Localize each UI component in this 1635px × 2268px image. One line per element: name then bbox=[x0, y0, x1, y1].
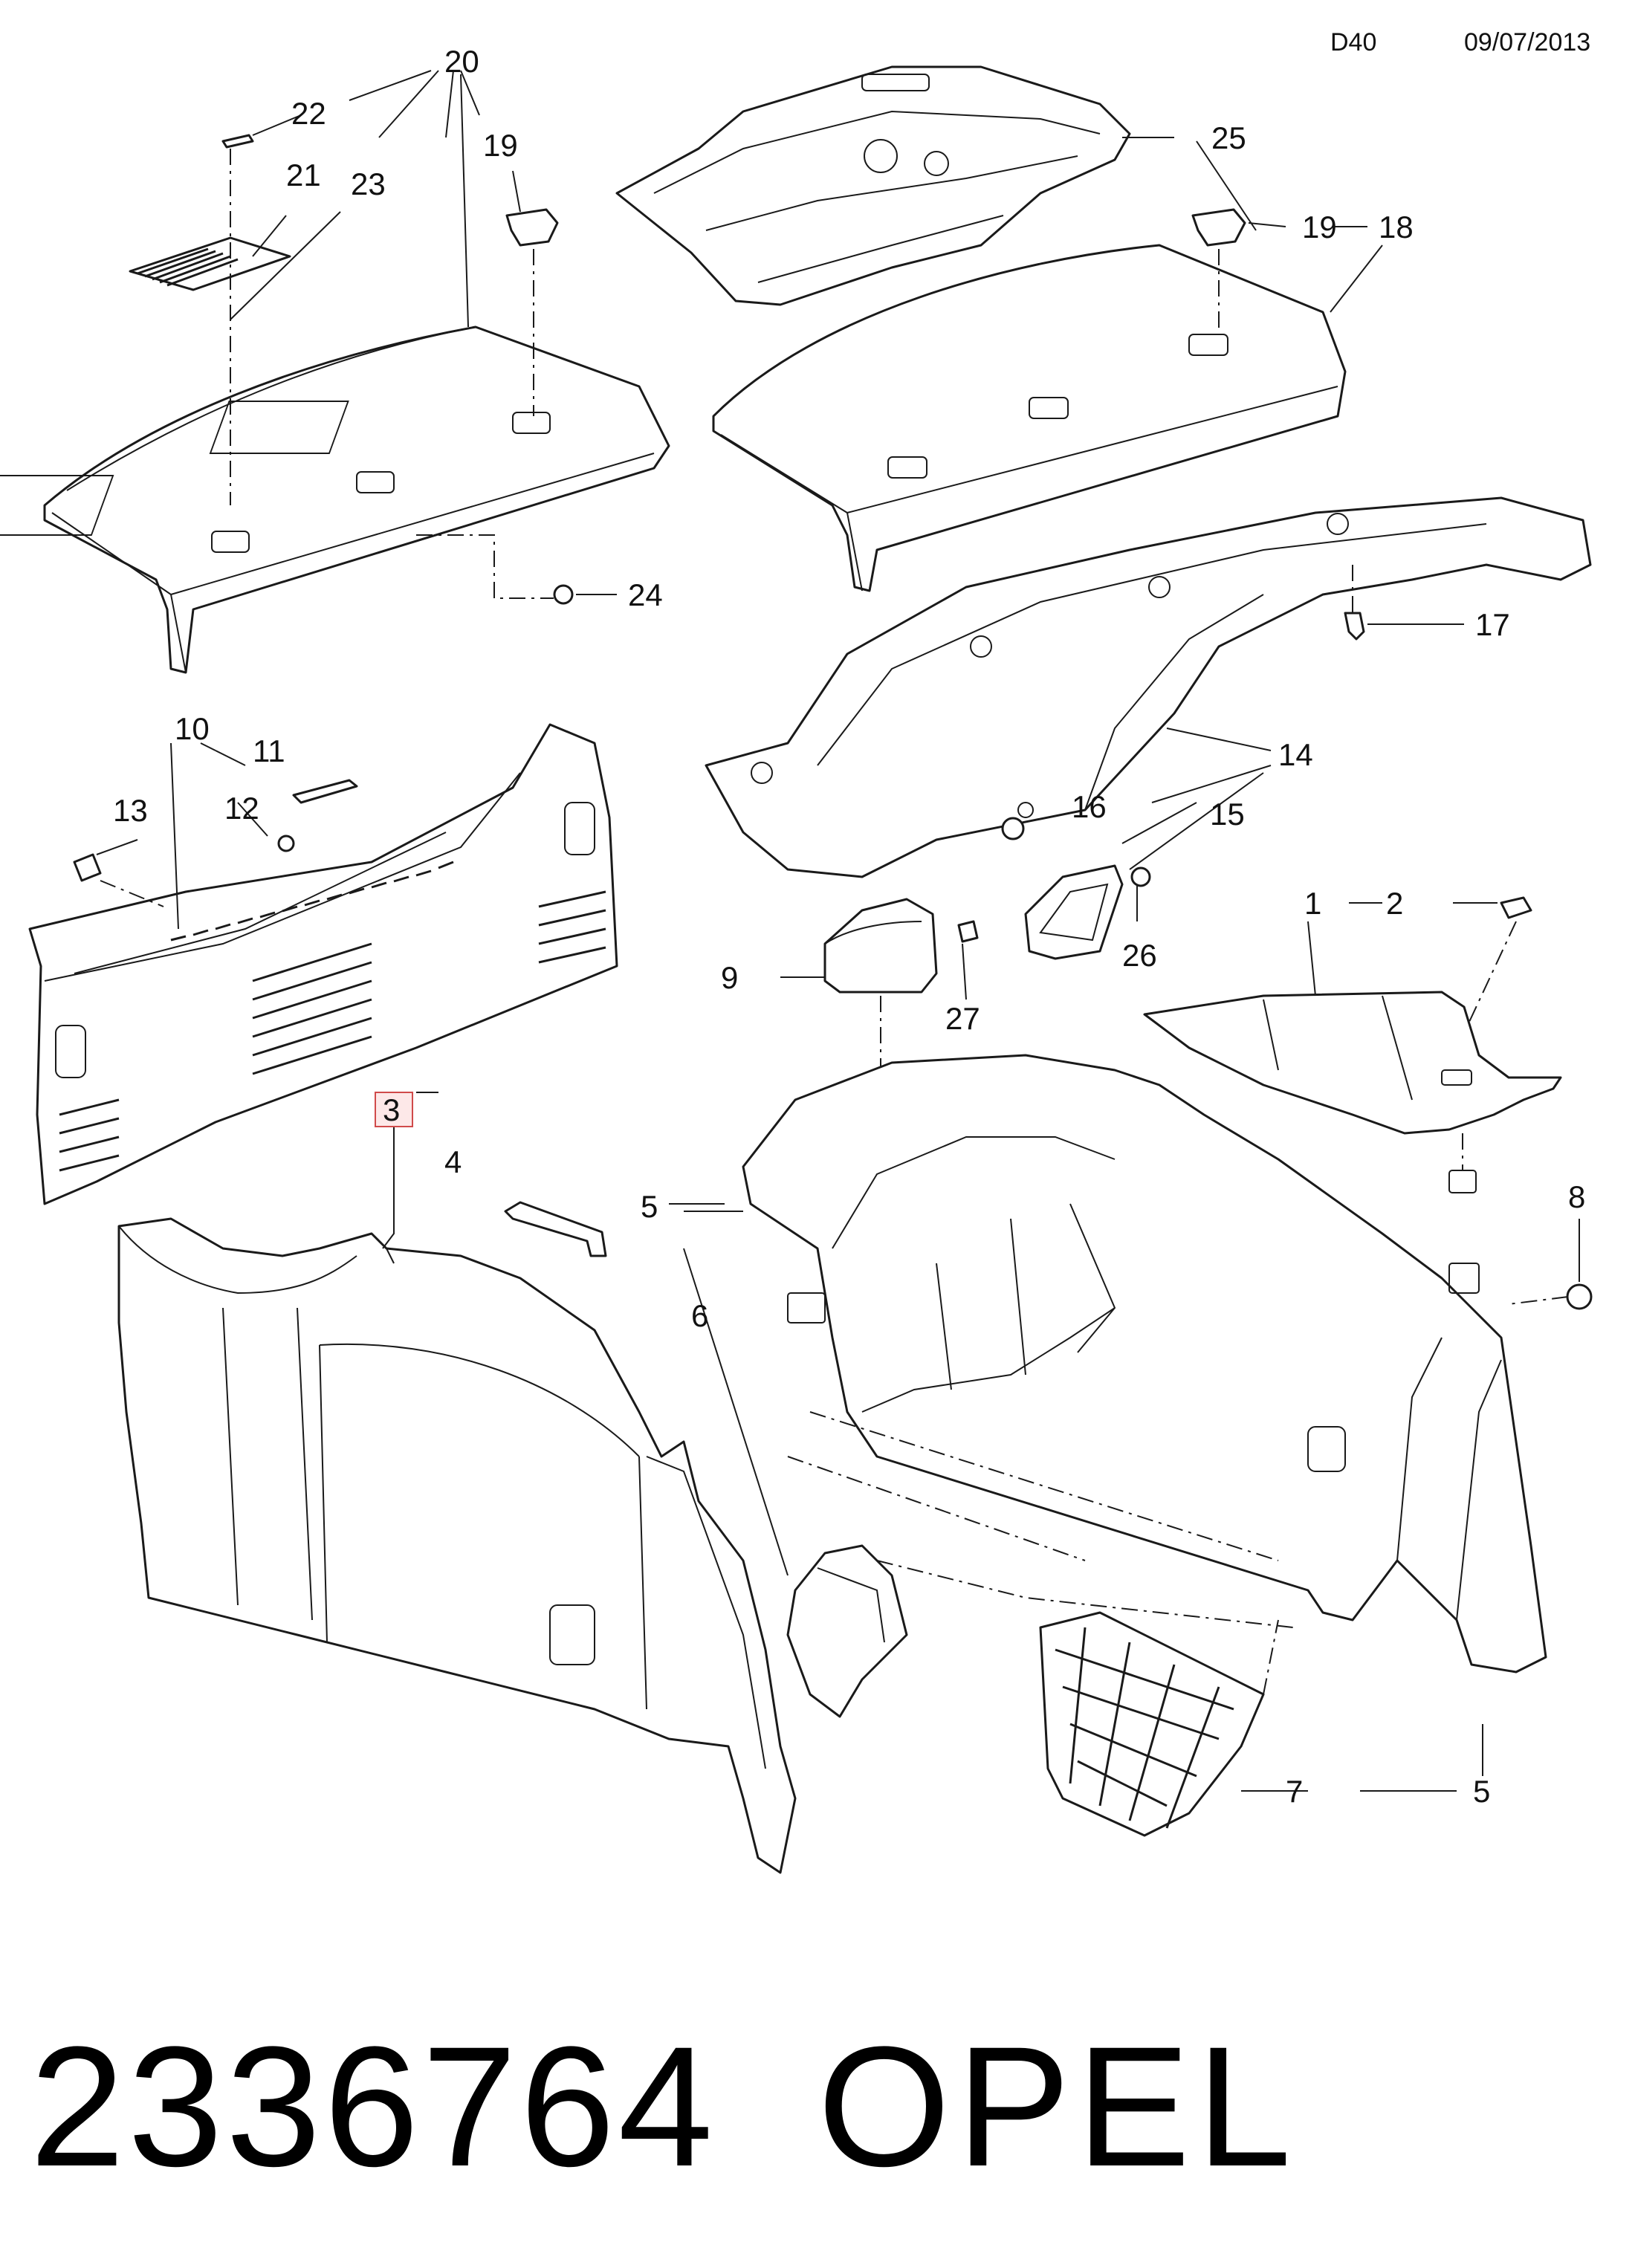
callout-20[interactable]: 20 bbox=[444, 44, 479, 79]
callout-12[interactable]: 12 bbox=[224, 791, 259, 826]
quarter-trim-right bbox=[742, 1054, 1547, 1674]
part-number: 2336764 bbox=[30, 2011, 716, 2202]
callout-8[interactable]: 8 bbox=[1568, 1179, 1585, 1214]
callout-2[interactable]: 2 bbox=[1386, 886, 1403, 921]
callout-leaders bbox=[96, 70, 1580, 1792]
callout-9[interactable]: 9 bbox=[721, 960, 738, 995]
corner-trim bbox=[786, 1544, 908, 1718]
callout-5-right[interactable]: 5 bbox=[1473, 1774, 1490, 1809]
diagram-date: 09/07/2013 bbox=[1464, 28, 1590, 56]
callout-4[interactable]: 4 bbox=[444, 1144, 462, 1179]
quarter-trim-upper bbox=[1143, 991, 1562, 1193]
callout-11[interactable]: 11 bbox=[253, 733, 285, 768]
rear-shelf-right bbox=[712, 208, 1347, 592]
storage-cover bbox=[615, 65, 1131, 306]
diagram-code: D40 bbox=[1330, 28, 1376, 56]
small-trim-parts bbox=[504, 817, 1593, 1310]
callout-3-highlight[interactable] bbox=[375, 1092, 413, 1127]
callout-10[interactable]: 10 bbox=[175, 711, 210, 746]
callout-24[interactable]: 24 bbox=[628, 577, 663, 612]
callout-19-right[interactable]: 19 bbox=[1302, 210, 1337, 244]
callout-1[interactable]: 1 bbox=[1304, 886, 1321, 921]
callout-6[interactable]: 6 bbox=[691, 1298, 708, 1333]
parts-diagram: D40 09/07/2013 bbox=[0, 28, 1593, 1874]
callout-17[interactable]: 17 bbox=[1475, 607, 1510, 642]
callout-18[interactable]: 18 bbox=[1379, 210, 1414, 244]
callout-27[interactable]: 27 bbox=[945, 1001, 980, 1036]
callout-14[interactable]: 14 bbox=[1278, 737, 1313, 772]
callout-13[interactable]: 13 bbox=[113, 793, 148, 828]
callout-7[interactable]: 7 bbox=[1286, 1774, 1303, 1809]
callout-23[interactable]: 23 bbox=[351, 166, 386, 201]
callout-15[interactable]: 15 bbox=[1210, 797, 1245, 832]
callout-22[interactable]: 22 bbox=[291, 96, 326, 131]
rear-inner-panel bbox=[28, 723, 618, 1205]
callout-3[interactable]: 3 bbox=[383, 1092, 400, 1127]
callout-25[interactable]: 25 bbox=[1211, 120, 1246, 155]
trim-panel bbox=[705, 496, 1592, 878]
callout-16[interactable]: 16 bbox=[1072, 789, 1107, 824]
callout-21[interactable]: 21 bbox=[286, 158, 321, 192]
callout-5-left[interactable]: 5 bbox=[641, 1189, 658, 1224]
rear-shelf-left bbox=[0, 134, 670, 674]
footer: 2336764 OPEL bbox=[30, 2021, 1605, 2244]
brand-name: OPEL bbox=[818, 2011, 1298, 2202]
cargo-net bbox=[1039, 1611, 1279, 1837]
callout-labels: 20 22 21 23 19 24 25 19 18 17 14 16 15 2… bbox=[113, 44, 1585, 1809]
callout-19-left[interactable]: 19 bbox=[483, 128, 518, 163]
quarter-trim-left bbox=[117, 1217, 797, 1874]
callout-26[interactable]: 26 bbox=[1122, 938, 1157, 973]
